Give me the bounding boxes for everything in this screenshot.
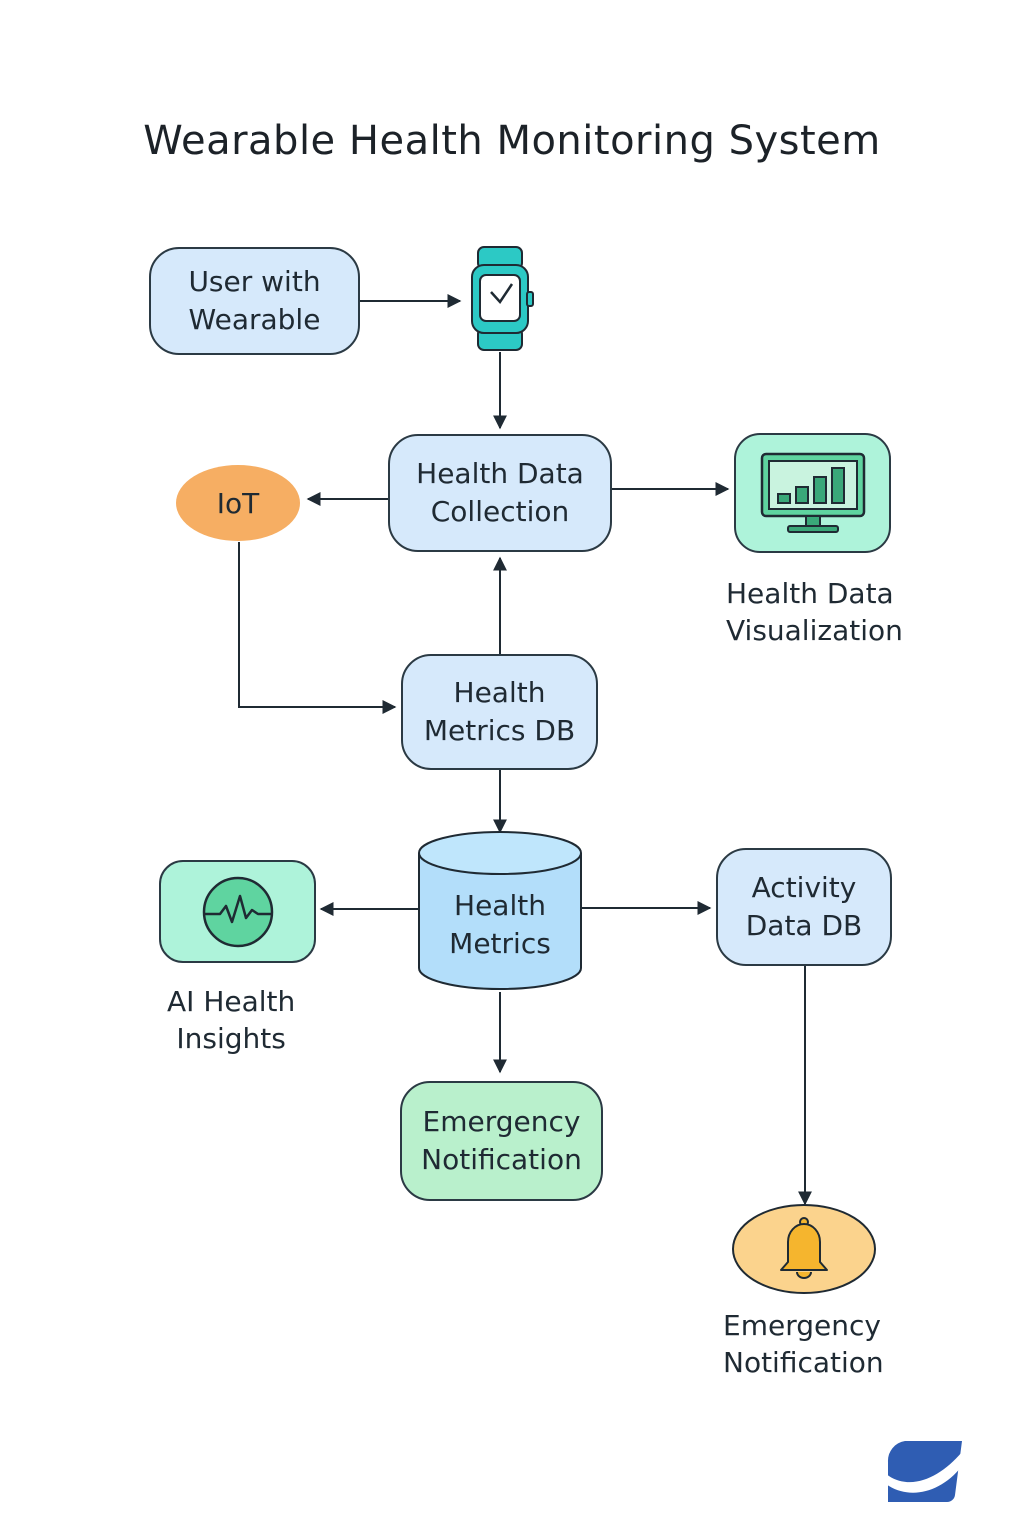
bar-chart-monitor-icon <box>760 452 865 533</box>
bell-icon <box>732 1204 876 1294</box>
health-metrics-db-node: Health Metrics DB <box>401 654 598 770</box>
brand-logo <box>886 1441 962 1503</box>
health-data-visualization-node <box>734 433 891 553</box>
user-with-wearable-label: User with Wearable <box>188 265 321 336</box>
health-data-collection-node: Health Data Collection <box>388 434 612 552</box>
activity-data-db-node: Activity Data DB <box>716 848 892 966</box>
user-with-wearable-node: User with Wearable <box>149 247 360 355</box>
arrow-iot-to-metricsdb <box>238 542 397 714</box>
iot-node: IoT <box>176 465 300 541</box>
iot-label: IoT <box>216 486 260 520</box>
health-data-visualization-caption: Health Data Visualization <box>726 577 903 647</box>
diagram-title: Wearable Health Monitoring System <box>143 118 881 164</box>
health-metrics-label: Health Metrics <box>449 889 551 960</box>
iot-oval-shape <box>176 465 300 541</box>
activity-data-db-label: Activity Data DB <box>745 871 863 942</box>
ai-health-insights-node <box>159 860 316 963</box>
heartbeat-icon <box>202 876 273 947</box>
emergency-alert-caption: Emergency Notification <box>723 1309 884 1379</box>
emergency-notification-node: Emergency Notification <box>400 1081 603 1201</box>
health-metrics-db-label: Health Metrics DB <box>423 676 576 747</box>
emergency-notification-label: Emergency Notification <box>421 1105 582 1176</box>
ai-health-insights-caption: AI Health Insights <box>167 985 296 1055</box>
health-metrics-cylinder <box>418 831 582 990</box>
health-data-collection-label: Health Data Collection <box>416 457 584 528</box>
smartwatch-icon <box>471 246 534 351</box>
